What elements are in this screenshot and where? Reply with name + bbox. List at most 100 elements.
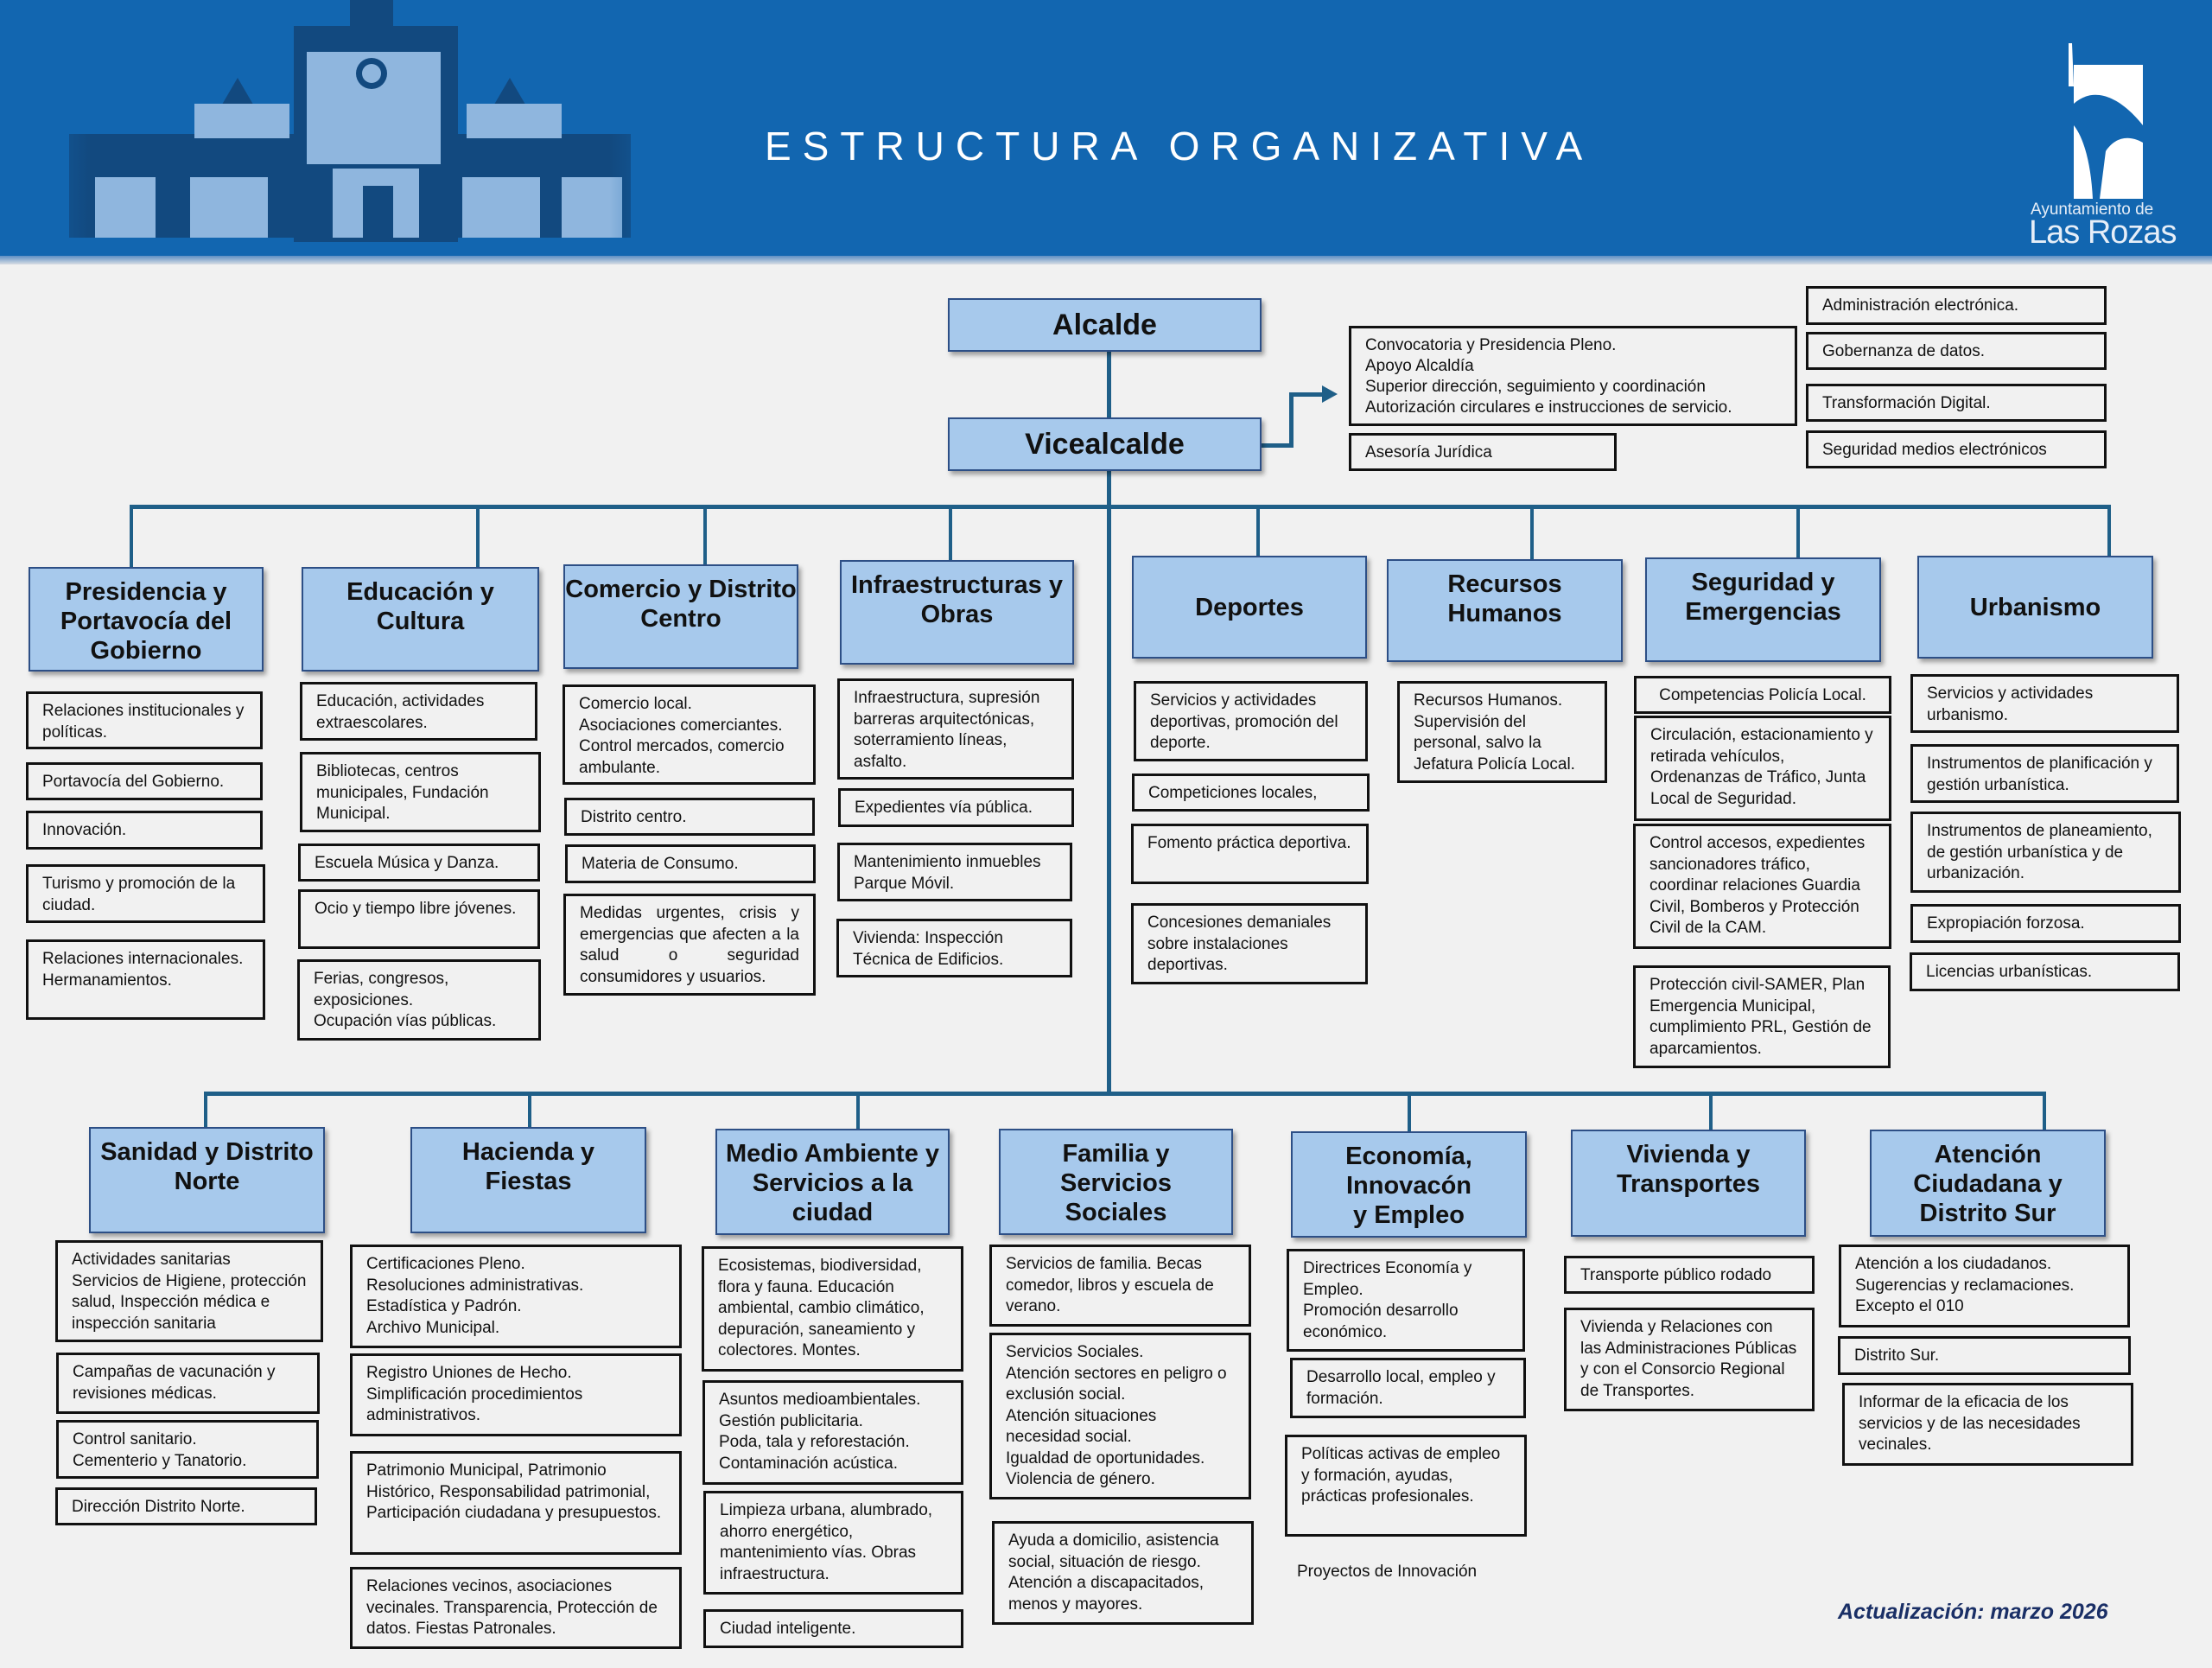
las-rozas-logo: Ayuntamiento de Las Rozas: [2022, 17, 2195, 251]
function-box: Vivienda: Inspección Técnica de Edificio…: [836, 919, 1072, 977]
function-box: Dirección Distrito Norte.: [55, 1487, 317, 1525]
stork-logo-icon: [2069, 43, 2143, 199]
function-box: Atención a los ciudadanos. Sugerencias y…: [1839, 1245, 2130, 1327]
page-title: ESTRUCTURA ORGANIZATIVA: [765, 124, 1594, 169]
function-box: Mantenimiento inmuebles Parque Móvil.: [837, 843, 1072, 901]
town-hall-building-icon: [9, 0, 691, 251]
function-box: Protección civil-SAMER, Plan Emergencia …: [1633, 965, 1891, 1068]
connector-drop: [476, 506, 480, 567]
vice-functions-box: Convocatoria y Presidencia Pleno. Apoyo …: [1349, 326, 1797, 426]
function-box: Informar de la eficacia de los servicios…: [1842, 1383, 2133, 1466]
connector-drop: [1256, 506, 1260, 556]
dept-rrhh: Recursos Humanos: [1387, 559, 1623, 662]
function-box: Ayuda a domicilio, asistencia social, si…: [992, 1521, 1254, 1625]
dept-comercio: Comercio y Distrito Centro: [563, 564, 798, 669]
logo-subtitle: Ayuntamiento de: [2031, 201, 2154, 219]
function-box: Relaciones internacionales. Hermanamient…: [26, 939, 265, 1020]
function-box: Vivienda y Relaciones con las Administra…: [1564, 1308, 1815, 1411]
function-box: Educación, actividades extraescolares.: [300, 682, 537, 741]
function-box: Transporte público rodado: [1564, 1256, 1815, 1294]
connector-drop: [204, 1093, 207, 1128]
dept-deportes: Deportes: [1132, 556, 1367, 659]
function-box: Escuela Música y Danza.: [298, 844, 540, 882]
function-box: Instrumentos de planificación y gestión …: [1910, 744, 2179, 803]
connector-drop: [2043, 1093, 2046, 1131]
function-box: Medidas urgentes, crisis y emergencias q…: [563, 894, 816, 996]
function-box: Bibliotecas, centros municipales, Fundac…: [300, 752, 541, 832]
connector-vice-arrow-h2: [1289, 392, 1324, 397]
function-box: Limpieza urbana, alumbrado, ahorro energ…: [703, 1491, 963, 1595]
connector-drop: [1796, 506, 1800, 557]
connector-row2-horizontal: [204, 1092, 2046, 1096]
function-box: Competencias Policía Local.: [1634, 676, 1891, 714]
dept-urbanismo: Urbanismo: [1917, 556, 2153, 659]
digital-box: Seguridad medios electrónicos: [1806, 430, 2107, 468]
connector-drop: [1530, 506, 1534, 559]
function-box: Control accesos, expedientes sancionador…: [1633, 824, 1891, 949]
asesoria-box: Asesoría Jurídica: [1349, 433, 1617, 471]
function-box: Registro Uniones de Hecho. Simplificació…: [350, 1353, 682, 1436]
dept-educacion: Educación y Cultura: [302, 567, 539, 672]
function-box: Relaciones vecinos, asociaciones vecinal…: [350, 1567, 682, 1649]
connector-vice-arrow-h1: [1262, 443, 1294, 448]
dept-vivienda: Vivienda y Transportes: [1571, 1130, 1806, 1237]
dept-medio-ambiente: Medio Ambiente y Servicios a la ciudad: [715, 1129, 950, 1235]
function-box: Innovación.: [26, 811, 263, 850]
function-box: Expedientes vía pública.: [838, 788, 1074, 827]
function-box: Asuntos medioambientales. Gestión public…: [702, 1380, 963, 1485]
function-box: Certificaciones Pleno. Resoluciones admi…: [350, 1245, 682, 1348]
function-box: Ferias, congresos, exposiciones. Ocupaci…: [297, 959, 541, 1041]
dept-hacienda: Hacienda y Fiestas: [410, 1127, 646, 1233]
connector-drop: [130, 506, 133, 567]
function-box: Ciudad inteligente.: [703, 1609, 963, 1648]
function-box: Servicios Sociales. Atención sectores en…: [989, 1333, 1251, 1499]
function-box: Campañas de vacunación y revisiones médi…: [56, 1353, 320, 1414]
header-divider: [0, 256, 2212, 264]
function-box: Servicios y actividades urbanismo.: [1910, 674, 2179, 733]
function-box: Servicios de familia. Becas comedor, lib…: [989, 1245, 1251, 1327]
function-box: Desarrollo local, empleo y formación.: [1290, 1358, 1526, 1418]
function-box: Control sanitario. Cementerio y Tanatori…: [56, 1420, 319, 1479]
function-box: Infraestructura, supresión barreras arqu…: [837, 678, 1074, 780]
connector-drop: [856, 1093, 860, 1130]
connector-vice-arrow-v: [1289, 392, 1294, 448]
function-box: Distrito Sur.: [1838, 1336, 2131, 1375]
connector-drop: [2107, 506, 2111, 556]
function-box: Directrices Economía y Empleo. Promoción…: [1287, 1249, 1525, 1352]
dept-sanidad: Sanidad y Distrito Norte: [89, 1127, 325, 1233]
connector-drop: [949, 506, 952, 560]
function-box: Ocio y tiempo libre jóvenes.: [298, 889, 540, 949]
function-box: Materia de Consumo.: [565, 844, 816, 883]
function-box: Expropiación forzosa.: [1910, 904, 2181, 943]
function-box: Fomento práctica deportiva.: [1131, 824, 1369, 884]
dept-economia: Economía, Innovacón y Empleo: [1291, 1131, 1527, 1238]
connector-drop: [703, 506, 707, 564]
connector-row1-horizontal: [130, 505, 2111, 509]
function-box: Recursos Humanos. Supervisión del person…: [1397, 681, 1607, 783]
function-box: Actividades sanitarias Servicios de Higi…: [55, 1240, 323, 1342]
function-box: Licencias urbanísticas.: [1910, 952, 2180, 991]
innovation-projects-note: Proyectos de Innovación: [1297, 1563, 1478, 1581]
function-box: Turismo y promoción de la ciudad.: [26, 864, 265, 923]
connector-alcalde-vice: [1107, 352, 1111, 419]
dept-familia: Familia y Servicios Sociales: [999, 1129, 1233, 1235]
dept-infraestructuras: Infraestructuras y Obras: [840, 560, 1074, 665]
function-box: Portavocía del Gobierno.: [26, 762, 263, 800]
connector-main-vertical: [1107, 471, 1111, 1095]
alcalde-box: Alcalde: [948, 298, 1262, 352]
connector-drop: [528, 1093, 531, 1128]
logo-name: Las Rozas: [2029, 214, 2177, 251]
digital-box: Gobernanza de datos.: [1806, 332, 2107, 370]
function-box: Circulación, estacionamiento y retirada …: [1634, 716, 1891, 821]
dept-seguridad: Seguridad y Emergencias: [1645, 557, 1881, 662]
vicealcalde-box: Vicealcalde: [948, 417, 1262, 471]
digital-box: Administración electrónica.: [1806, 286, 2107, 325]
function-box: Ecosistemas, biodiversidad, flora y faun…: [702, 1246, 963, 1372]
function-box: Relaciones institucionales y políticas.: [26, 691, 263, 749]
digital-box: Transformación Digital.: [1806, 384, 2107, 422]
function-box: Instrumentos de planeamiento, de gestión…: [1910, 812, 2181, 893]
dept-presidencia: Presidencia y Portavocía del Gobierno: [29, 567, 264, 672]
update-date: Actualización: marzo 2026: [1838, 1600, 2108, 1624]
dept-atencion: Atención Ciudadana y Distrito Sur: [1870, 1130, 2106, 1237]
connector-drop: [1408, 1093, 1411, 1131]
